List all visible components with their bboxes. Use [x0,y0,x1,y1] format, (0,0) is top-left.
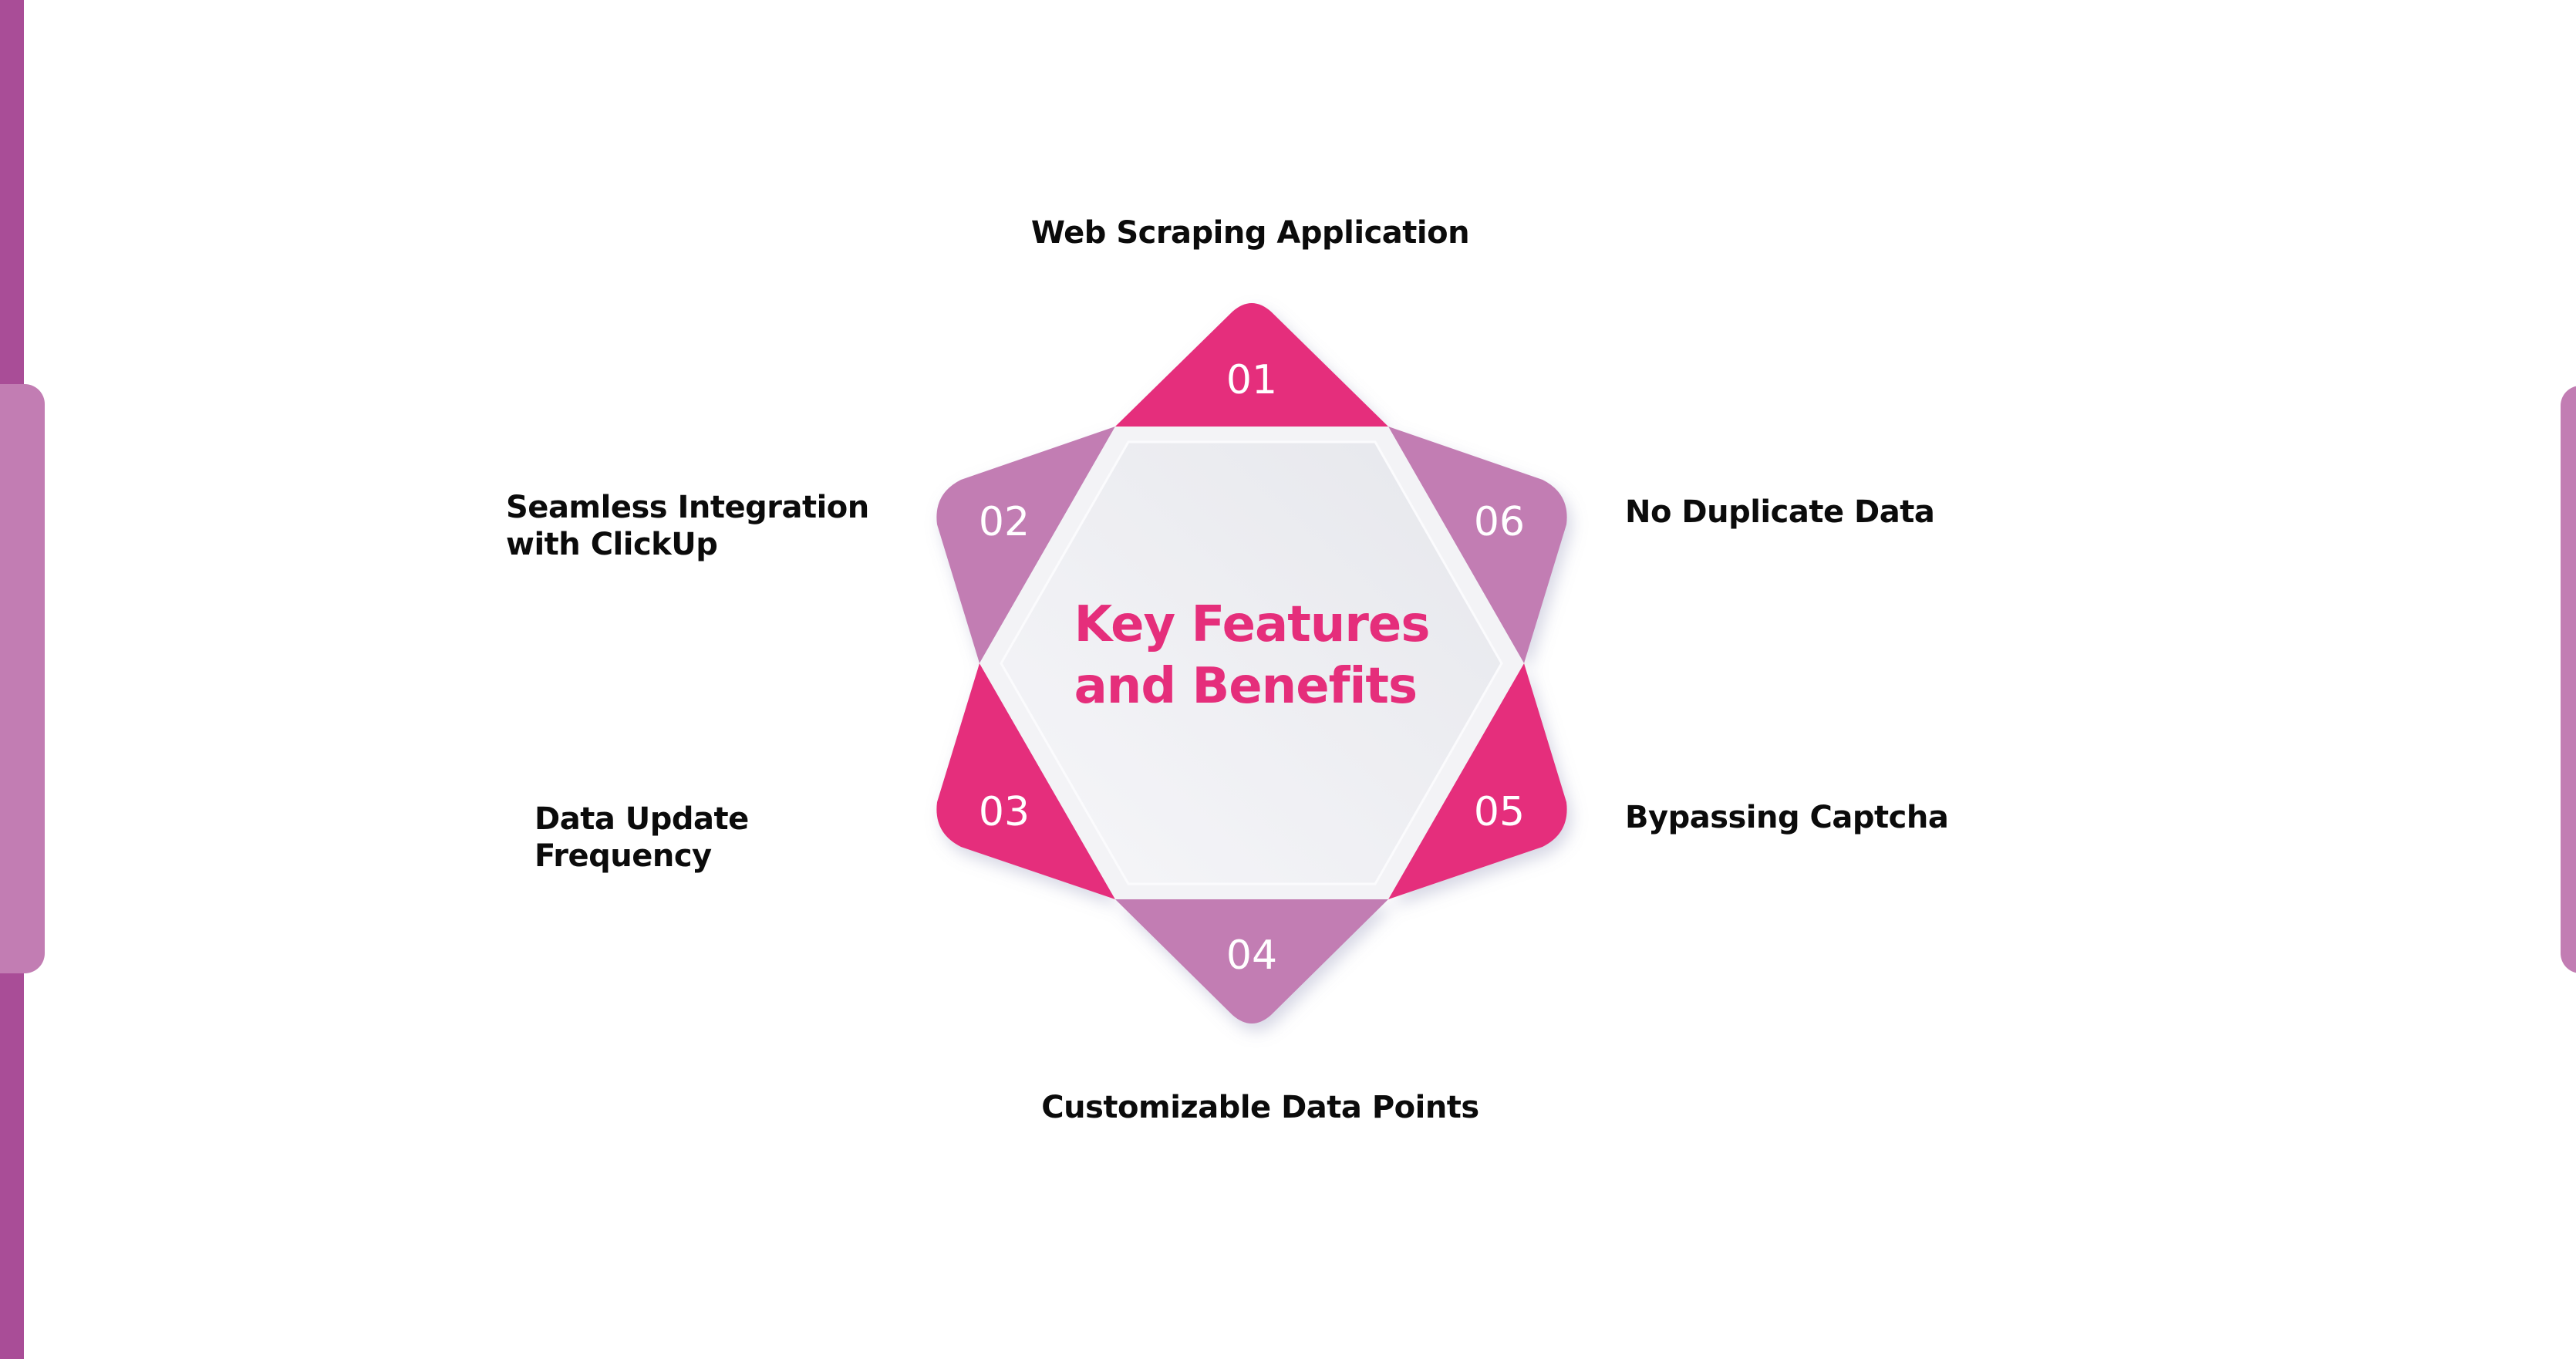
feature-label-02: Seamless Integration with ClickUp [506,489,869,563]
feature-label-01-line: Web Scraping Application [1030,215,1470,251]
feature-label-06-line: No Duplicate Data [1625,494,1935,530]
feature-label-05: Bypassing Captcha [1625,799,1949,836]
feature-label-04: Customizable Data Points [1041,1089,1479,1126]
feature-label-05-line: Bypassing Captcha [1625,800,1949,835]
number-02: 02 [979,499,1030,545]
segment-04[interactable] [1115,899,1388,1023]
feature-label-04-line: Customizable Data Points [1041,1090,1479,1125]
title-line-1: Key Features [1074,596,1431,653]
left-edge-tab [0,384,45,973]
segment-01[interactable] [1115,303,1388,427]
segment-02[interactable] [936,427,1115,663]
segment-03[interactable] [936,663,1115,899]
feature-label-02-line-2: with ClickUp [506,527,718,562]
feature-label-01: Web Scraping Application [1030,214,1470,251]
number-06: 06 [1474,499,1525,545]
feature-label-02-line-1: Seamless Integration [506,490,869,525]
feature-label-06: No Duplicate Data [1625,494,1935,531]
title-line-2: and Benefits [1074,658,1418,715]
diagram-title: Key Features and Benefits [1074,594,1431,717]
feature-label-03-line-1: Data Update [534,801,749,837]
number-04: 04 [1226,932,1277,979]
number-01: 01 [1226,357,1277,403]
feature-label-03: Data Update Frequency [534,801,749,875]
number-03: 03 [979,789,1030,835]
center-hexagon [1000,440,1503,885]
right-edge-tab [2561,386,2576,973]
segment-05[interactable] [1388,663,1567,899]
number-05: 05 [1474,789,1525,835]
segment-06[interactable] [1388,427,1567,663]
feature-label-03-line-2: Frequency [534,838,712,874]
